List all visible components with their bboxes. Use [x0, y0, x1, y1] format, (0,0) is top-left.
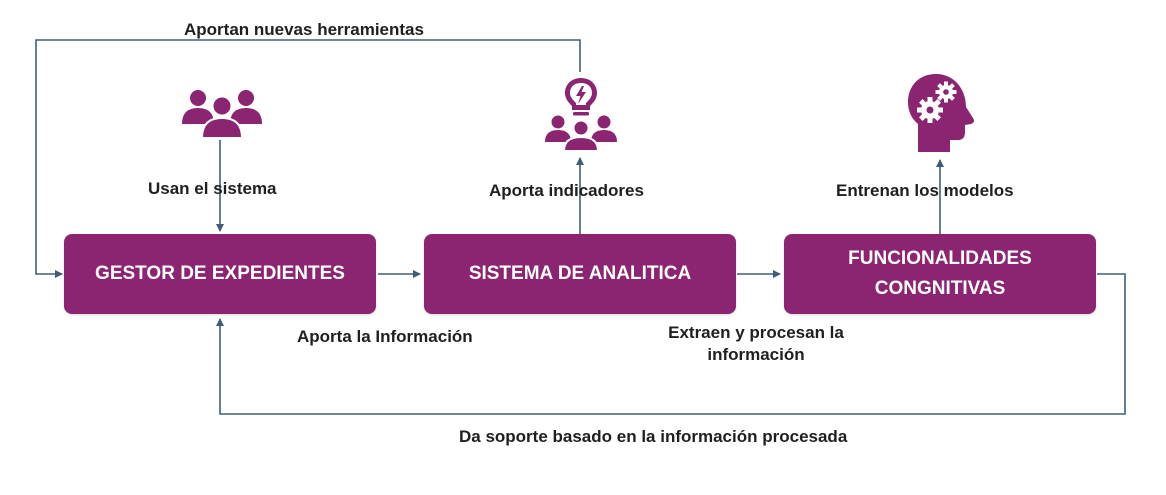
funcionalidades-box-label-line2: CONGNITIVAS [874, 278, 1006, 299]
brain-gears-icon [908, 74, 975, 152]
extraen-label: Extraen y procesan la información [655, 322, 857, 366]
users-group-icon [182, 90, 262, 139]
entrenan-label: Entrenan los modelos [836, 181, 1014, 200]
funcionalidades-congnitivas-box: FUNCIONALIDADES CONGNITIVAS [784, 234, 1096, 314]
sistema-de-analitica-box: SISTEMA DE ANALITICA [424, 234, 736, 314]
usan-label: Usan el sistema [148, 179, 277, 198]
idea-team-icon [545, 78, 617, 152]
extraen-label-line1: Extraen y procesan la [668, 323, 844, 342]
aportan-label: Aportan nuevas herramientas [184, 20, 424, 39]
aportan-arrow [35, 39, 581, 278]
gestor-de-expedientes-box: GESTOR DE EXPEDIENTES [64, 234, 376, 314]
gestor-box-label: GESTOR DE EXPEDIENTES [95, 263, 345, 284]
extraen-label-line2: información [707, 345, 805, 364]
da-soporte-arrow [216, 273, 1126, 415]
aporta-indicadores-label: Aporta indicadores [489, 181, 644, 200]
da-soporte-label: Da soporte basado en la información proc… [459, 427, 848, 446]
analitica-box-label: SISTEMA DE ANALITICA [468, 263, 692, 284]
aporta-info-label: Aporta la Información [297, 327, 473, 346]
funcionalidades-box-label-line1: FUNCIONALIDADES [848, 248, 1032, 269]
